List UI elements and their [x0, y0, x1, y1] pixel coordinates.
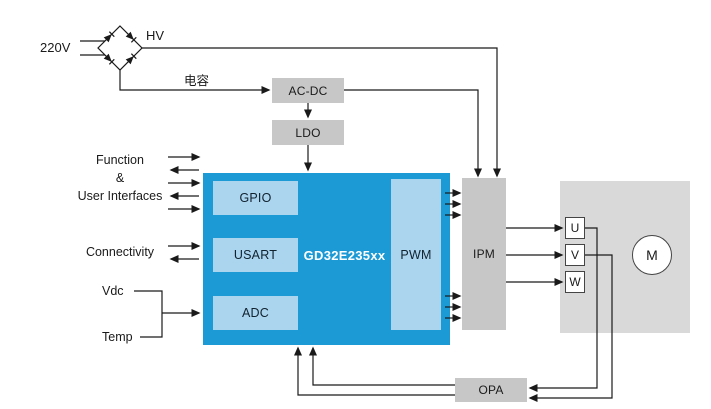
- function-user-interfaces-label: Function & User Interfaces: [60, 151, 180, 205]
- function-label-line3: User Interfaces: [77, 189, 163, 203]
- function-label-line2: &: [115, 171, 125, 185]
- adc-block: ADC: [213, 296, 298, 330]
- hv-label: HV: [146, 28, 165, 43]
- phase-u-box: U: [565, 217, 585, 239]
- vdc-label: Vdc: [102, 284, 124, 298]
- phase-w-box: W: [565, 271, 585, 293]
- hv-to-ipm-connector: [142, 47, 501, 178]
- opa-to-adc-connector-1: [309, 346, 455, 386]
- temp-label: Temp: [102, 330, 133, 344]
- gpio-block: GPIO: [213, 181, 298, 215]
- pwm-block: PWM: [391, 179, 441, 330]
- mains-voltage-label: 220V: [40, 40, 71, 55]
- capacitor-label: 电容: [184, 74, 210, 88]
- function-label-line1: Function: [96, 153, 144, 167]
- opa-to-adc-connector-2: [294, 346, 455, 396]
- acdc-block: AC-DC: [272, 78, 344, 103]
- bridge-rectifier-icon: [97, 25, 143, 71]
- vdc-temp-bracket: [134, 290, 163, 338]
- ldo-block: LDO: [272, 120, 344, 145]
- connectivity-label: Connectivity: [85, 245, 155, 259]
- motor-symbol: M: [632, 235, 672, 275]
- mcu-part-number-label: GD32E235xx: [303, 248, 386, 263]
- ipm-block: IPM: [462, 178, 506, 330]
- usart-block: USART: [213, 238, 298, 272]
- opa-block: OPA: [455, 378, 527, 402]
- ipm-to-phase-arrows: [506, 224, 564, 286]
- phase-v-box: V: [565, 244, 585, 266]
- acdc-to-ipm-connector: [344, 89, 482, 178]
